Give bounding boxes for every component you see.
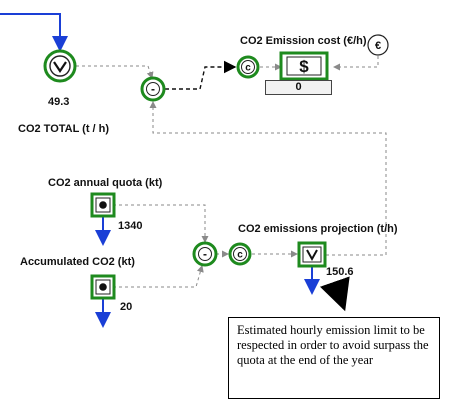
minus-to-constant-connector — [165, 60, 237, 90]
annual-quota-node[interactable] — [90, 192, 116, 218]
constant-node-top[interactable]: c — [236, 55, 260, 79]
emissions-projection-value: 150.6 — [326, 266, 354, 278]
annual-quota-value: 1340 — [118, 220, 143, 232]
chevron-down-icon — [306, 249, 318, 262]
total-to-minus-connector — [76, 65, 154, 79]
emissions-projection-node[interactable] — [297, 241, 327, 268]
accumulated-co2-node[interactable] — [90, 274, 116, 300]
constant-node-bottom[interactable]: c — [228, 242, 252, 266]
minus-symbol: - — [151, 82, 155, 96]
minus-symbol: - — [203, 247, 207, 261]
co2-total-node[interactable] — [43, 49, 77, 83]
constant-symbol: c — [237, 250, 243, 261]
accumulated-to-minus-connector — [113, 265, 204, 288]
dollar-icon: $ — [299, 57, 309, 76]
emission-cost-node[interactable]: $ — [279, 51, 329, 81]
emission-cost-value: 0 — [265, 80, 332, 95]
constant-symbol: c — [245, 63, 251, 74]
euro-icon: € — [375, 40, 381, 52]
co2-total-label: CO2 TOTAL (t / h) — [18, 123, 110, 135]
accumulated-co2-value: 20 — [120, 301, 133, 313]
projection-feedback-connector — [149, 101, 387, 256]
emission-cost-label: CO2 Emission cost (€/h) — [240, 35, 367, 47]
stock-dot-icon — [99, 283, 107, 291]
emissions-projection-label: CO2 emissions projection (t/h) — [238, 223, 398, 235]
minus-node-top[interactable]: - — [140, 76, 166, 102]
accumulated-co2-label: Accumulated CO2 (kt) — [20, 256, 135, 268]
callout-arrow — [319, 276, 350, 312]
callout-box: Estimated hourly emission limit to be re… — [228, 317, 440, 399]
minus-node-bottom[interactable]: - — [192, 241, 218, 267]
euro-to-cost-connector — [333, 56, 379, 71]
chevron-down-icon — [53, 61, 67, 73]
euro-node[interactable]: € — [367, 34, 389, 56]
input-flow-line — [0, 13, 68, 52]
quota-to-minus-connector — [113, 204, 209, 243]
stock-dot-icon — [99, 201, 107, 209]
annual-quota-label: CO2 annual quota (kt) — [48, 177, 163, 189]
co2-total-value: 49.3 — [48, 96, 70, 108]
